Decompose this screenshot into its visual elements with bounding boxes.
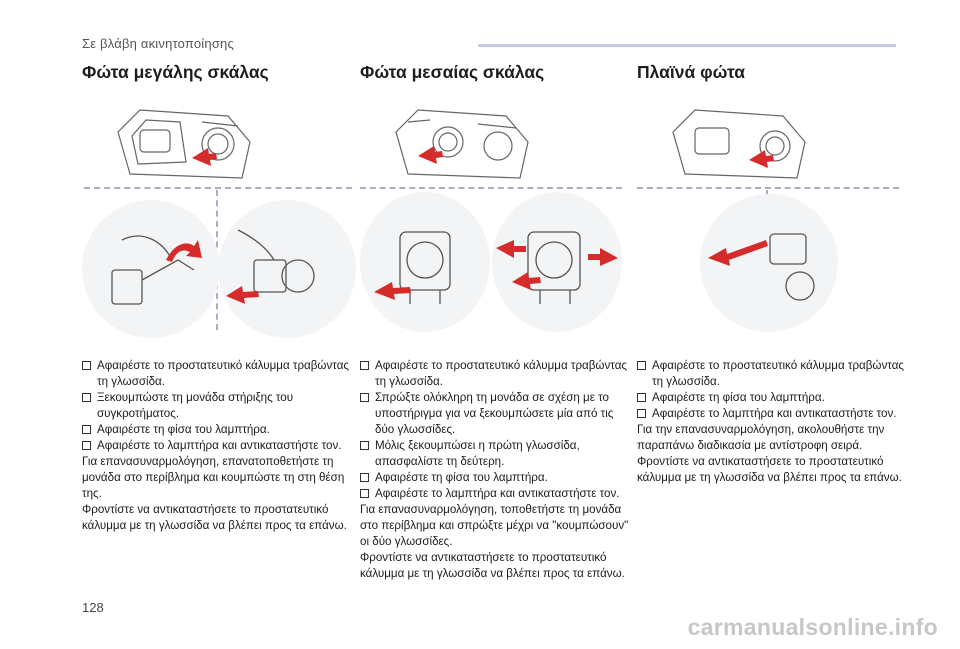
detail-illustration [360,192,490,332]
note-paragraph: Φροντίστε να αντικαταστήσετε το προστατε… [360,551,625,580]
checkbox-icon [360,489,369,498]
list-item: Αφαιρέστε τη φίσα του λαμπτήρα. [360,470,630,486]
instructions-low-beam: Αφαιρέστε το προστατευτικό κάλυμμα τραβώ… [360,358,630,582]
checkbox-icon [637,361,646,370]
section-title: Σε βλάβη ακινητοποίησης [82,36,234,51]
column-title: Φώτα μεγάλης σκάλας [82,62,269,82]
column-low-beam: Φώτα μεσαίας σκάλας [360,62,622,83]
list-item: Μόλις ξεκουμπώσει η πρώτη γλωσσίδα, απασ… [360,438,630,470]
note-paragraph: Για επανασυναρμολόγηση, επανατοποθετήστε… [82,455,345,500]
headlamp-illustration [672,109,806,179]
list-item: Αφαιρέστε το λαμπτήρα και αντικαταστήστε… [637,406,907,422]
list-item: Αφαιρέστε το προστατευτικό κάλυμμα τραβώ… [82,358,352,390]
section-header-bar [478,44,896,47]
headlamp-illustration [117,109,251,179]
checkbox-icon [82,425,91,434]
checkbox-icon [360,441,369,450]
divider [637,187,899,189]
column-title: Φώτα μεσαίας σκάλας [360,62,545,82]
checkbox-icon [82,361,91,370]
page-number: 128 [82,600,104,615]
note-paragraph: Για επανασυναρμολόγηση, τοποθετήστε τη μ… [360,503,629,548]
checkbox-icon [360,473,369,482]
list-item: Ξεκουμπώστε τη μονάδα στήριξης του συγκρ… [82,390,352,422]
checkbox-icon [82,393,91,402]
divider [360,187,622,189]
instructions-high-beam: Αφαιρέστε το προστατευτικό κάλυμμα τραβώ… [82,358,352,534]
checkbox-icon [637,409,646,418]
detail-illustration [700,194,838,332]
note-paragraph: Φροντίστε να αντικαταστήσετε το προστατε… [82,503,347,532]
divider [84,187,352,189]
list-item: Αφαιρέστε το προστατευτικό κάλυμμα τραβώ… [360,358,630,390]
column-high-beam: Φώτα μεγάλης σκάλας [82,62,344,83]
checkbox-icon [637,393,646,402]
list-item: Σπρώξτε ολόκληρη τη μονάδα σε σχέση με τ… [360,390,630,438]
checkbox-icon [82,441,91,450]
list-item: Αφαιρέστε το προστατευτικό κάλυμμα τραβώ… [637,358,907,390]
headlamp-illustration [395,109,529,179]
list-item: Αφαιρέστε το λαμπτήρα και αντικαταστήστε… [82,438,352,454]
note-paragraph: Φροντίστε να αντικαταστήσετε το προστατε… [637,455,902,484]
note-paragraph: Για την επανασυναρμολόγηση, ακολουθήστε … [637,423,885,452]
column-title: Πλαϊνά φώτα [637,62,746,82]
detail-illustration [218,200,356,338]
list-item: Αφαιρέστε τη φίσα του λαμπτήρα. [82,422,352,438]
detail-illustration [82,200,220,338]
detail-illustration [492,192,622,332]
checkbox-icon [360,361,369,370]
watermark: carmanualsonline.info [687,614,938,640]
instructions-side-lights: Αφαιρέστε το προστατευτικό κάλυμμα τραβώ… [637,358,907,486]
list-item: Αφαιρέστε το λαμπτήρα και αντικαταστήστε… [360,486,630,502]
checkbox-icon [360,393,369,402]
list-item: Αφαιρέστε τη φίσα του λαμπτήρα. [637,390,907,406]
column-side-lights: Πλαϊνά φώτα [637,62,899,83]
